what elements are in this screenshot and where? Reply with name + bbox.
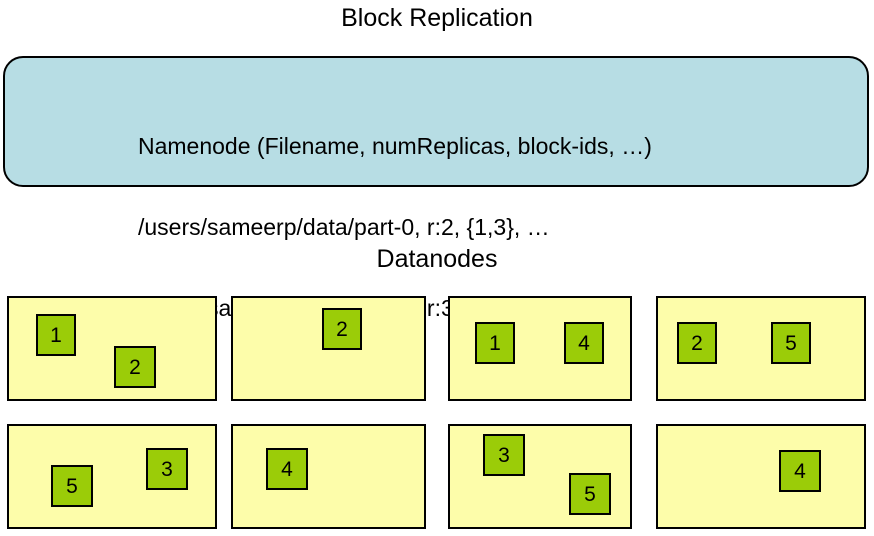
data-block[interactable]: 4: [779, 450, 821, 492]
data-block[interactable]: 4: [564, 322, 604, 364]
data-block[interactable]: 5: [771, 322, 811, 364]
data-block-label: 5: [785, 331, 797, 355]
data-block[interactable]: 3: [146, 448, 188, 490]
data-block-label: 3: [161, 457, 173, 481]
data-block[interactable]: 4: [266, 448, 308, 490]
data-block[interactable]: 2: [677, 322, 717, 364]
data-block-label: 2: [129, 355, 141, 379]
data-block-label: 2: [691, 331, 703, 355]
data-block[interactable]: 5: [51, 465, 93, 507]
data-block[interactable]: 2: [114, 346, 156, 388]
data-block-label: 4: [578, 331, 590, 355]
namenode-line-header: Namenode (Filename, numReplicas, block-i…: [138, 133, 652, 159]
datanode-panel[interactable]: 4: [656, 424, 866, 529]
data-block-label: 1: [50, 323, 62, 347]
data-block-label: 4: [281, 457, 293, 481]
data-block-label: 1: [489, 331, 501, 355]
namenode-box: Namenode (Filename, numReplicas, block-i…: [3, 56, 869, 321]
data-block-label: 4: [794, 459, 806, 483]
datanode-panel[interactable]: 2: [231, 296, 426, 401]
data-block-label: 3: [498, 443, 510, 467]
data-block[interactable]: 1: [475, 322, 515, 364]
data-block-label: 2: [336, 317, 348, 341]
datanodes-section-label: Datanodes: [376, 245, 498, 273]
data-block[interactable]: 5: [569, 473, 611, 515]
data-block-label: 5: [66, 474, 78, 498]
namenode-line-file-0: /users/sameerp/data/part-0, r:2, {1,3}, …: [138, 214, 550, 240]
datanode-panel[interactable]: 4: [231, 424, 426, 529]
page-title: Block Replication: [341, 4, 533, 32]
data-block-label: 5: [584, 482, 596, 506]
data-block[interactable]: 2: [322, 308, 362, 350]
data-block[interactable]: 3: [483, 434, 525, 476]
data-block[interactable]: 1: [36, 314, 76, 356]
